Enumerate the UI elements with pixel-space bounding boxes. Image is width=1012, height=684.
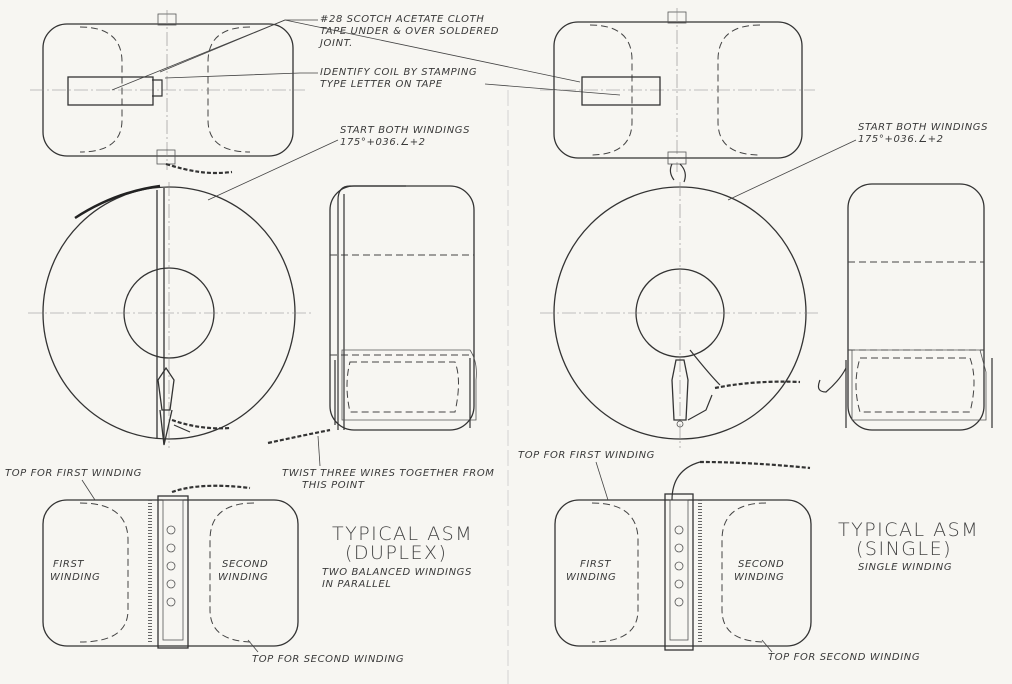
duplex-first-winding-line2: WINDING bbox=[50, 572, 100, 583]
duplex-first-winding-line1: FIRST bbox=[53, 559, 84, 570]
start-right-line2: 175°+036.∠+2 bbox=[858, 134, 944, 145]
single-top-second-label: TOP FOR SECOND WINDING bbox=[768, 652, 920, 663]
duplex-top-coil-view bbox=[30, 10, 305, 175]
single-id-tape bbox=[581, 76, 661, 106]
single-top-coil-view bbox=[540, 8, 815, 183]
duplex-second-winding-line2: WINDING bbox=[218, 572, 268, 583]
single-terminal-strip bbox=[664, 493, 694, 651]
twist-note: TWIST THREE WIRES TOGETHER FROM THIS POI… bbox=[282, 435, 495, 491]
duplex-disk-view bbox=[28, 182, 312, 448]
tape-note: #28 SCOTCH ACETATE CLOTH TAPE UNDER & OV… bbox=[111, 14, 581, 91]
single-first-winding-line1: FIRST bbox=[580, 559, 611, 570]
start-right-line1: START BOTH WINDINGS bbox=[858, 122, 988, 133]
single-top-first-label: TOP FOR FIRST WINDING bbox=[518, 450, 655, 461]
single-first-winding-line2: WINDING bbox=[566, 572, 616, 583]
identify-note: IDENTIFY COIL BY STAMPING TYPE LETTER ON… bbox=[164, 67, 621, 96]
duplex-bottom-assembly bbox=[42, 484, 299, 649]
start-note-left: START BOTH WINDINGS 175°+036.∠+2 bbox=[207, 125, 470, 201]
duplex-terminal-strip bbox=[157, 495, 189, 649]
tape-note-line1: #28 SCOTCH ACETATE CLOTH bbox=[320, 14, 484, 25]
duplex-id-tape bbox=[67, 76, 154, 106]
twist-note-line1: TWIST THREE WIRES TOGETHER FROM bbox=[282, 468, 495, 479]
tape-note-line3: JOINT. bbox=[318, 38, 353, 49]
start-left-line2: 175°+036.∠+2 bbox=[340, 137, 426, 148]
duplex-top-first-label: TOP FOR FIRST WINDING bbox=[5, 468, 142, 479]
duplex-top-second-label: TOP FOR SECOND WINDING bbox=[252, 654, 404, 665]
twist-note-line2: THIS POINT bbox=[302, 480, 365, 491]
single-disk-view bbox=[540, 182, 820, 448]
start-left-line1: START BOTH WINDINGS bbox=[340, 125, 470, 136]
tape-note-line2: TAPE UNDER & OVER SOLDERED bbox=[320, 26, 499, 37]
duplex-title: TYPICAL ASM bbox=[332, 523, 473, 545]
single-desc: SINGLE WINDING bbox=[858, 562, 952, 573]
single-title: TYPICAL ASM bbox=[838, 519, 979, 541]
single-bottom-assembly bbox=[554, 460, 812, 651]
single-second-winding-line1: SECOND bbox=[738, 559, 784, 570]
duplex-desc-line1: TWO BALANCED WINDINGS bbox=[322, 567, 472, 578]
duplex-desc-line2: IN PARALLEL bbox=[322, 579, 391, 590]
single-side-view bbox=[817, 183, 993, 431]
duplex-side-view bbox=[267, 185, 477, 445]
start-note-right: START BOTH WINDINGS 175°+036.∠+2 bbox=[727, 122, 988, 201]
duplex-subtitle: (DUPLEX) bbox=[345, 542, 447, 564]
duplex-second-winding-line1: SECOND bbox=[222, 559, 268, 570]
identify-note-line1: IDENTIFY COIL BY STAMPING bbox=[320, 67, 477, 78]
single-second-winding-line2: WINDING bbox=[734, 572, 784, 583]
single-subtitle: (SINGLE) bbox=[856, 538, 952, 560]
identify-note-line2: TYPE LETTER ON TAPE bbox=[320, 79, 443, 90]
